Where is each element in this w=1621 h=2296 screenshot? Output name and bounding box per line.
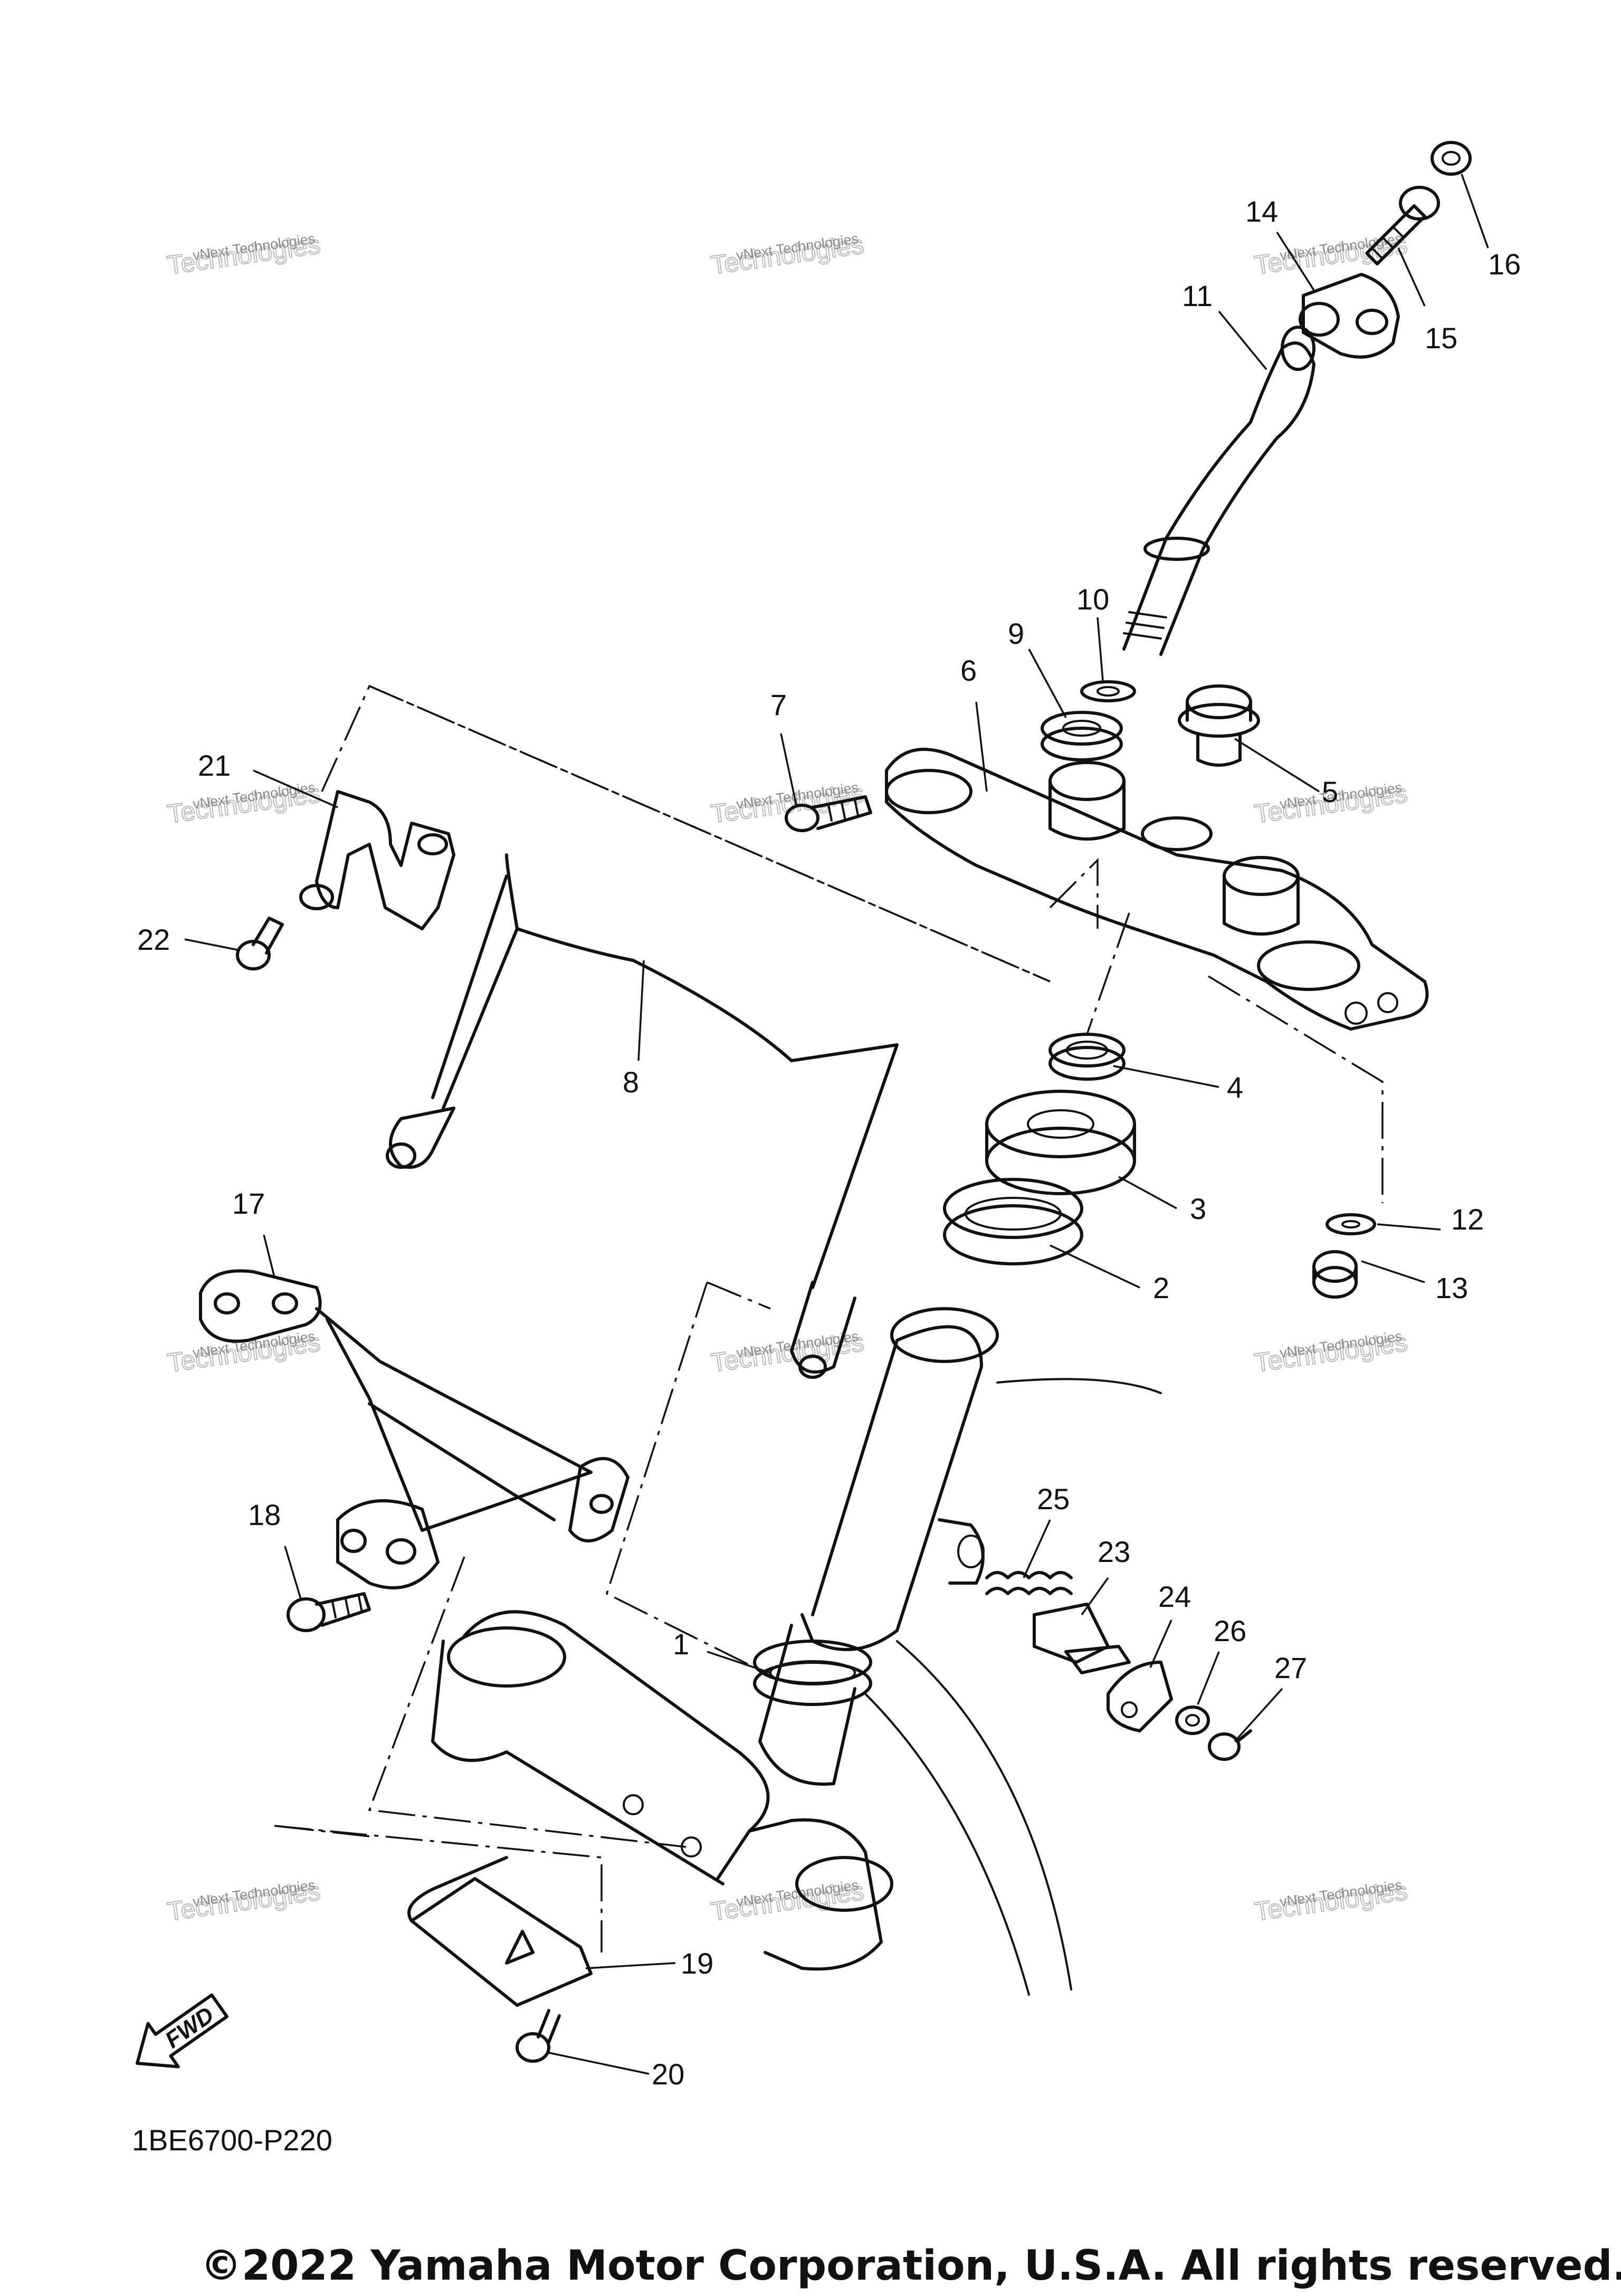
part-3-cover: [985, 1090, 1136, 1195]
watermark: Technologies vNext Technologies: [1252, 1327, 1410, 1378]
part-21-bracket: [299, 790, 455, 930]
callout-5: 5: [1322, 775, 1338, 808]
callout-11: 11: [1182, 279, 1213, 312]
callout-2: 2: [1153, 1271, 1169, 1304]
part-12-washer: [1326, 1213, 1376, 1235]
callout-18: 18: [248, 1498, 281, 1531]
callout-23: 23: [1098, 1535, 1130, 1568]
callout-21: 21: [198, 749, 231, 782]
callout-17: 17: [232, 1187, 265, 1220]
part-18-bolt: [287, 1592, 371, 1632]
diagram-code: 1BE6700-P220: [132, 2123, 332, 2157]
watermark: Technologies vNext Technologies: [709, 1875, 866, 1927]
part-6-upper-bracket: [885, 748, 1429, 1031]
assembly-lines: [274, 684, 1384, 1952]
part-24-plate: [1107, 1661, 1173, 1732]
callouts: 1 2 3 4 5 6 7 8 9 10 11 12 13 14 15 16 1…: [137, 195, 1521, 2091]
callout-25: 25: [1037, 1482, 1070, 1516]
part-5-bolt: [1178, 684, 1260, 767]
callout-6: 6: [960, 654, 977, 687]
part-10-washer: [1080, 680, 1136, 702]
watermark: Technologies vNext Technologies: [165, 778, 323, 830]
callout-20: 20: [652, 2057, 684, 2091]
watermark: Technologies vNext Technologies: [709, 229, 866, 281]
part-25-spring: [985, 1571, 1073, 1595]
watermark: Technologies vNext Technologies: [165, 1327, 323, 1378]
callout-24: 24: [1158, 1580, 1191, 1613]
callout-19: 19: [681, 1947, 713, 1980]
callout-3: 3: [1190, 1192, 1206, 1225]
callout-4: 4: [1227, 1071, 1243, 1104]
watermark: Technologies vNext Technologies: [165, 229, 323, 281]
part-15-bolt: [1365, 186, 1440, 265]
part-27-screw: [1208, 1729, 1252, 1761]
part-16-nut: [1431, 141, 1472, 176]
callout-27: 27: [1274, 1651, 1307, 1684]
watermark-group: Technologies vNext Technologies Technolo…: [165, 229, 1410, 1927]
watermark: Technologies vNext Technologies: [165, 1875, 323, 1927]
part-13-nut: [1312, 1250, 1358, 1299]
fwd-arrow-icon: FWD: [136, 1993, 228, 2069]
leader-lines: [184, 174, 1489, 2075]
callout-1: 1: [673, 1627, 689, 1661]
part-9-collar: [1041, 711, 1123, 761]
part-23-switch: [1033, 1603, 1131, 1674]
callout-9: 9: [1008, 617, 1024, 650]
part-8-cable: [386, 853, 899, 1379]
callout-10: 10: [1076, 583, 1109, 616]
callout-22: 22: [137, 923, 170, 956]
part-11-handlebar: [1122, 326, 1315, 656]
callout-8: 8: [623, 1065, 639, 1099]
copyright: ©2022 Yamaha Motor Corporation, U.S.A. A…: [201, 2242, 1621, 2290]
callout-16: 16: [1488, 247, 1521, 281]
callout-15: 15: [1425, 321, 1457, 355]
callout-7: 7: [770, 688, 787, 721]
part-20-bolt: [516, 2009, 561, 2063]
callout-14: 14: [1245, 195, 1278, 228]
part-2-bearing: [943, 1178, 1083, 1265]
part-7-bolt: [785, 795, 872, 832]
part-4-ring-nut: [1048, 1033, 1126, 1081]
callout-13: 13: [1435, 1271, 1468, 1304]
part-19-bracket: [407, 1856, 593, 2007]
part-26-nut: [1175, 1706, 1210, 1735]
part-14-holder: [1299, 273, 1400, 359]
callout-12: 12: [1451, 1203, 1484, 1236]
callout-26: 26: [1214, 1614, 1246, 1647]
part-22-bolt: [236, 917, 284, 970]
watermark: Technologies vNext Technologies: [1252, 1875, 1410, 1927]
under-bracket: [431, 1307, 1162, 1996]
part-17-bracket: [199, 1269, 630, 1589]
